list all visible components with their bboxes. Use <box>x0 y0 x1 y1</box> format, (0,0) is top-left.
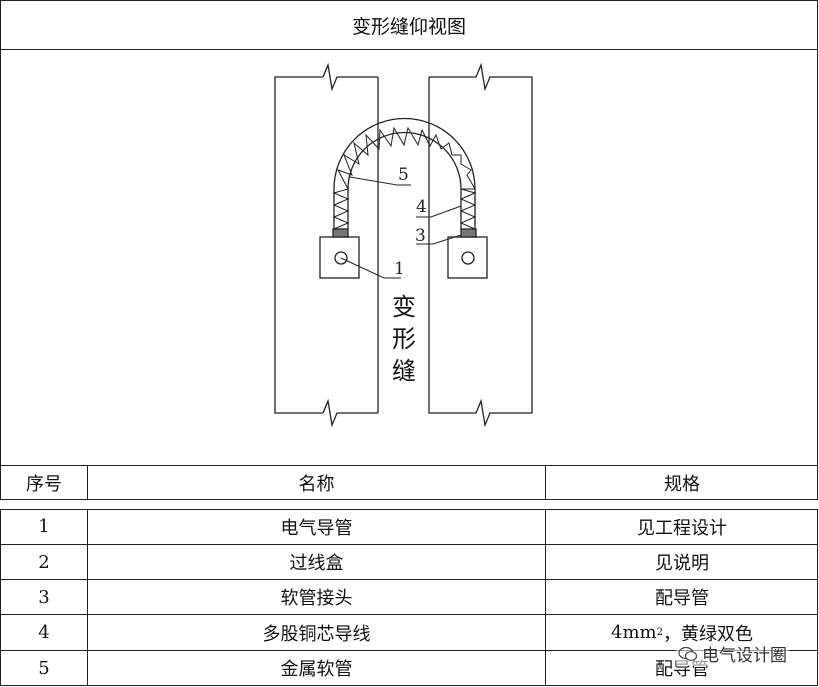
flex-conduit-inner <box>347 131 462 229</box>
row-spec: 配导管 <box>655 588 709 609</box>
joint-diagram-svg: 5 4 3 1 变 形 缝 <box>274 62 533 428</box>
row-name: 过线盒 <box>88 545 546 579</box>
row-no: 5 <box>1 651 88 685</box>
left-junction-box <box>319 236 360 279</box>
left-slab-break-bottom <box>322 398 378 428</box>
right-junction-box <box>447 236 488 279</box>
callout-1: 1 <box>394 259 405 279</box>
row-spec: 见工程设计 <box>637 517 727 539</box>
watermark-text: 电气设计圈 <box>702 646 787 666</box>
left-slab-break-top <box>322 62 378 92</box>
left-slab <box>274 76 323 414</box>
header-name: 名称 <box>88 466 546 499</box>
watermark: 电气设计圈 <box>676 641 789 666</box>
leader-1 <box>340 257 401 279</box>
row-spec-rest: ，黄绿双色 <box>662 623 753 645</box>
row-no: 4 <box>1 615 88 650</box>
row-spec: 见说明 <box>655 553 709 574</box>
table-row: 2 过线盒 见说明 <box>0 545 818 580</box>
table-header-row: 序号 名称 规格 <box>0 465 818 500</box>
drawing-title-text: 变形缝仰视图 <box>351 15 466 38</box>
left-hose-connector <box>332 228 349 238</box>
callout-4: 4 <box>416 197 427 217</box>
leader-5 <box>349 176 411 186</box>
row-no: 3 <box>1 580 88 614</box>
row-name: 金属软管 <box>88 651 546 685</box>
flex-conduit-zigzag <box>332 126 477 230</box>
wechat-icon <box>678 646 698 661</box>
left-box-hole <box>334 251 348 265</box>
right-hose-connector <box>460 228 477 238</box>
table-row: 3 软管接头 配导管 <box>0 580 818 615</box>
row-spec-sup: 2 <box>656 627 663 638</box>
row-no: 2 <box>1 545 88 579</box>
callout-3: 3 <box>415 226 426 246</box>
row-spec-main: 4mm <box>611 622 657 643</box>
flex-conduit-outer <box>333 117 476 229</box>
right-box-hole <box>461 251 475 265</box>
drawing-title: 变形缝仰视图 <box>0 0 818 50</box>
joint-label-char-2: 形 <box>392 325 416 353</box>
row-no: 1 <box>1 509 88 544</box>
diagram-area: 5 4 3 1 变 形 缝 <box>0 49 818 465</box>
row-name: 电气导管 <box>88 509 546 544</box>
table-divider <box>0 509 818 510</box>
table-row: 1 电气导管 见工程设计 <box>0 509 818 545</box>
header-spec: 规格 <box>664 473 700 495</box>
header-no: 序号 <box>1 466 88 499</box>
callout-5: 5 <box>398 165 409 185</box>
leader-3 <box>416 234 462 245</box>
joint-label-char-1: 变 <box>392 293 416 321</box>
leader-4 <box>416 205 462 218</box>
row-name: 软管接头 <box>88 580 546 614</box>
row-name: 多股铜芯导线 <box>88 615 546 650</box>
right-slab <box>428 62 533 428</box>
joint-label-char-3: 缝 <box>392 357 416 385</box>
